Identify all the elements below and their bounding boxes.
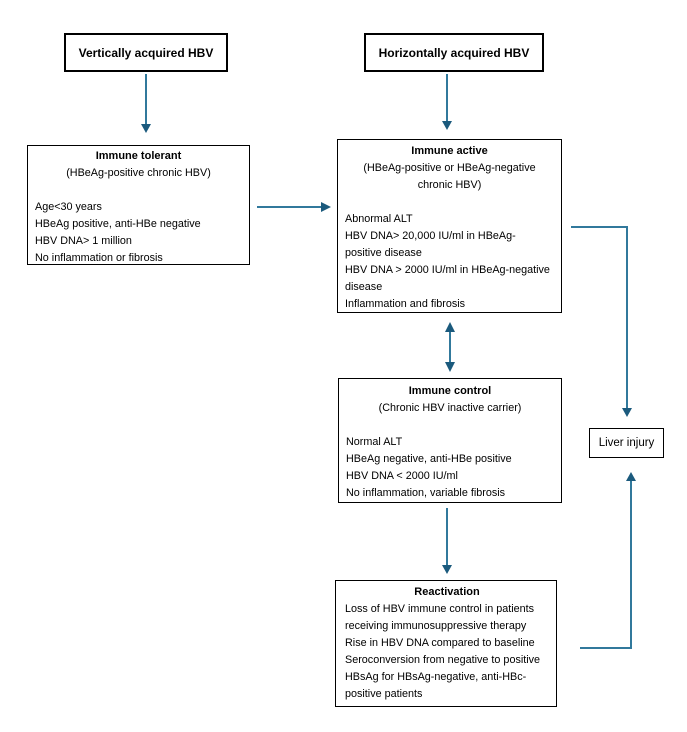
immune-tolerant-title: Immune tolerant: [95, 150, 182, 162]
reactivation-title: Reactivation: [414, 586, 480, 598]
arrow-vertical-hbv-down: [141, 74, 151, 133]
arrow-active-to-liver-injury: [571, 226, 632, 417]
immune-active-subtitle: chronic HBV): [417, 179, 482, 191]
immune-control-line: No inflammation, variable fibrosis: [346, 487, 506, 499]
immune-active-subtitle: (HBeAg-positive or HBeAg-negative: [363, 162, 536, 174]
immune-active-line: disease: [345, 281, 383, 293]
immune-active-line: positive disease: [345, 247, 422, 259]
reactivation-line: Seroconversion from negative to positive: [345, 654, 541, 666]
reactivation-line: HBsAg for HBsAg-negative, anti-HBc-: [345, 671, 527, 683]
node-horizontally-acquired-hbv: Horizontally acquired HBV: [364, 33, 544, 72]
arrow-control-to-reactivation: [442, 508, 452, 574]
node-vertically-acquired-hbv-label: Vertically acquired HBV: [78, 45, 214, 60]
immune-control-subtitle: (Chronic HBV inactive carrier): [378, 402, 522, 414]
immune-tolerant-line: No inflammation or fibrosis: [35, 252, 163, 264]
arrow-horizontal-hbv-down: [442, 74, 452, 130]
immune-tolerant-line: Age<30 years: [35, 201, 102, 213]
reactivation-line: Loss of HBV immune control in patients: [345, 603, 535, 615]
immune-tolerant-line: HBeAg positive, anti-HBe negative: [35, 218, 201, 230]
arrow-active-control-bidirectional: [445, 322, 455, 372]
spacer: [35, 182, 242, 199]
node-immune-active: Immune active (HBeAg-positive or HBeAg-n…: [337, 139, 562, 313]
node-liver-injury-label: Liver injury: [598, 437, 655, 449]
immune-control-line: HBV DNA < 2000 IU/ml: [346, 470, 458, 482]
node-immune-control: Immune control (Chronic HBV inactive car…: [338, 378, 562, 503]
node-reactivation: Reactivation Loss of HBV immune control …: [335, 580, 557, 707]
node-liver-injury: Liver injury: [589, 428, 664, 458]
node-vertically-acquired-hbv: Vertically acquired HBV: [64, 33, 228, 72]
arrow-tolerant-to-active: [257, 202, 331, 212]
immune-active-line: HBV DNA> 20,000 IU/ml in HBeAg-: [345, 230, 516, 242]
reactivation-line: Rise in HBV DNA compared to baseline: [345, 637, 535, 649]
immune-active-line: Abnormal ALT: [345, 213, 413, 225]
reactivation-line: positive patients: [345, 688, 423, 700]
immune-tolerant-line: HBV DNA> 1 million: [35, 235, 132, 247]
node-horizontally-acquired-hbv-label: Horizontally acquired HBV: [378, 45, 530, 60]
immune-active-line: HBV DNA > 2000 IU/ml in HBeAg-negative: [345, 264, 550, 276]
immune-control-line: Normal ALT: [346, 436, 403, 448]
immune-active-line: Inflammation and fibrosis: [345, 298, 466, 310]
reactivation-line: receiving immunosuppressive therapy: [345, 620, 527, 632]
node-immune-tolerant: Immune tolerant (HBeAg-positive chronic …: [27, 145, 250, 265]
arrow-reactivation-to-liver-injury: [580, 472, 636, 649]
immune-tolerant-subtitle: (HBeAg-positive chronic HBV): [66, 167, 211, 179]
spacer: [345, 194, 554, 211]
spacer: [346, 417, 554, 434]
immune-control-title: Immune control: [408, 385, 492, 397]
immune-control-line: HBeAg negative, anti-HBe positive: [346, 453, 512, 465]
immune-active-title: Immune active: [411, 145, 488, 157]
